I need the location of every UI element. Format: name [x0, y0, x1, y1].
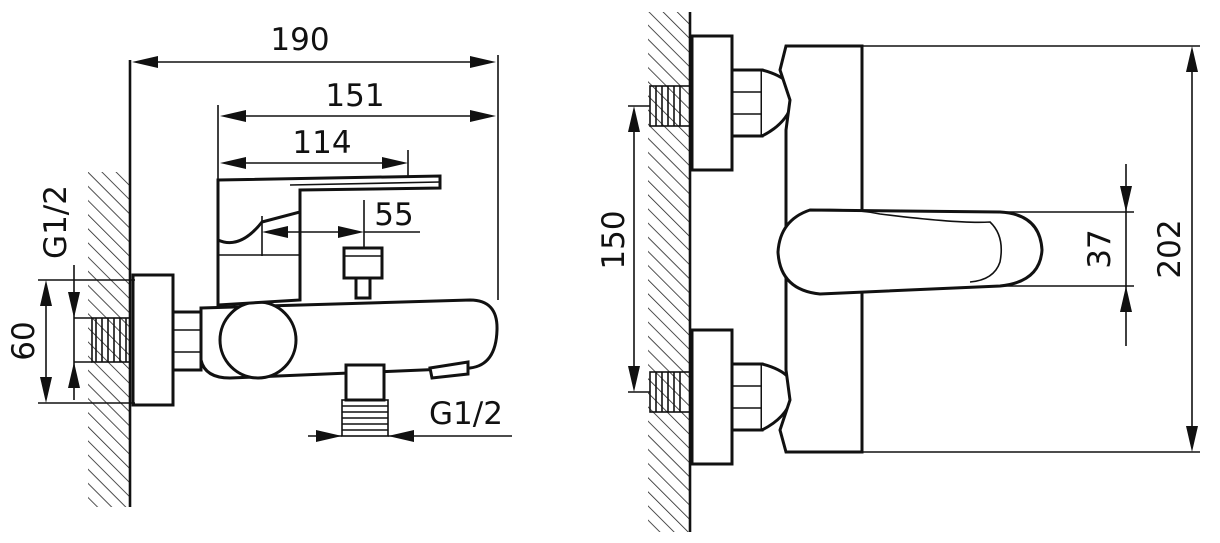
eccentric-nut — [171, 310, 203, 372]
front-view: 150 37 202 — [596, 12, 1200, 532]
diverter-knob — [342, 246, 384, 300]
dimension-outlet-thread: G1/2 — [308, 396, 512, 442]
dim-label-55: 55 — [374, 197, 413, 233]
dim-label-114: 114 — [292, 125, 351, 161]
dimension-202: 202 — [862, 45, 1200, 453]
dimension-37: 37 — [1000, 164, 1134, 346]
upper-flange — [690, 34, 734, 172]
wall-right — [648, 12, 692, 532]
dim-label-150: 150 — [596, 210, 632, 269]
dim-label-151: 151 — [325, 78, 384, 114]
wall-left — [88, 60, 132, 507]
dim-label-37: 37 — [1082, 229, 1118, 268]
side-view: 190 151 114 55 — [6, 22, 512, 507]
dim-label-190: 190 — [270, 22, 329, 58]
lever-handle-front — [776, 208, 1044, 296]
spout-outlet — [428, 360, 470, 380]
dimension-114: 114 — [220, 125, 409, 176]
lower-flange — [690, 328, 734, 466]
outlet-thread — [341, 363, 389, 437]
lever-handle — [216, 174, 442, 245]
inlet-thread — [91, 317, 131, 363]
dim-label-60: 60 — [6, 321, 42, 360]
dimension-55: 55 — [261, 197, 420, 256]
temperature-knob — [218, 300, 298, 380]
upper-inlet-thread — [649, 85, 691, 127]
dim-label-inlet-thread: G1/2 — [38, 185, 74, 259]
dimension-150: 150 — [596, 105, 650, 393]
wall-flange — [131, 273, 175, 407]
dimension-151: 151 — [217, 78, 496, 180]
dimension-inlet-thread: G1/2 — [38, 185, 92, 400]
dimension-60: 60 — [6, 279, 135, 404]
dimension-190: 190 — [132, 22, 499, 300]
dim-label-202: 202 — [1152, 219, 1188, 278]
dim-label-outlet-thread: G1/2 — [429, 396, 503, 432]
